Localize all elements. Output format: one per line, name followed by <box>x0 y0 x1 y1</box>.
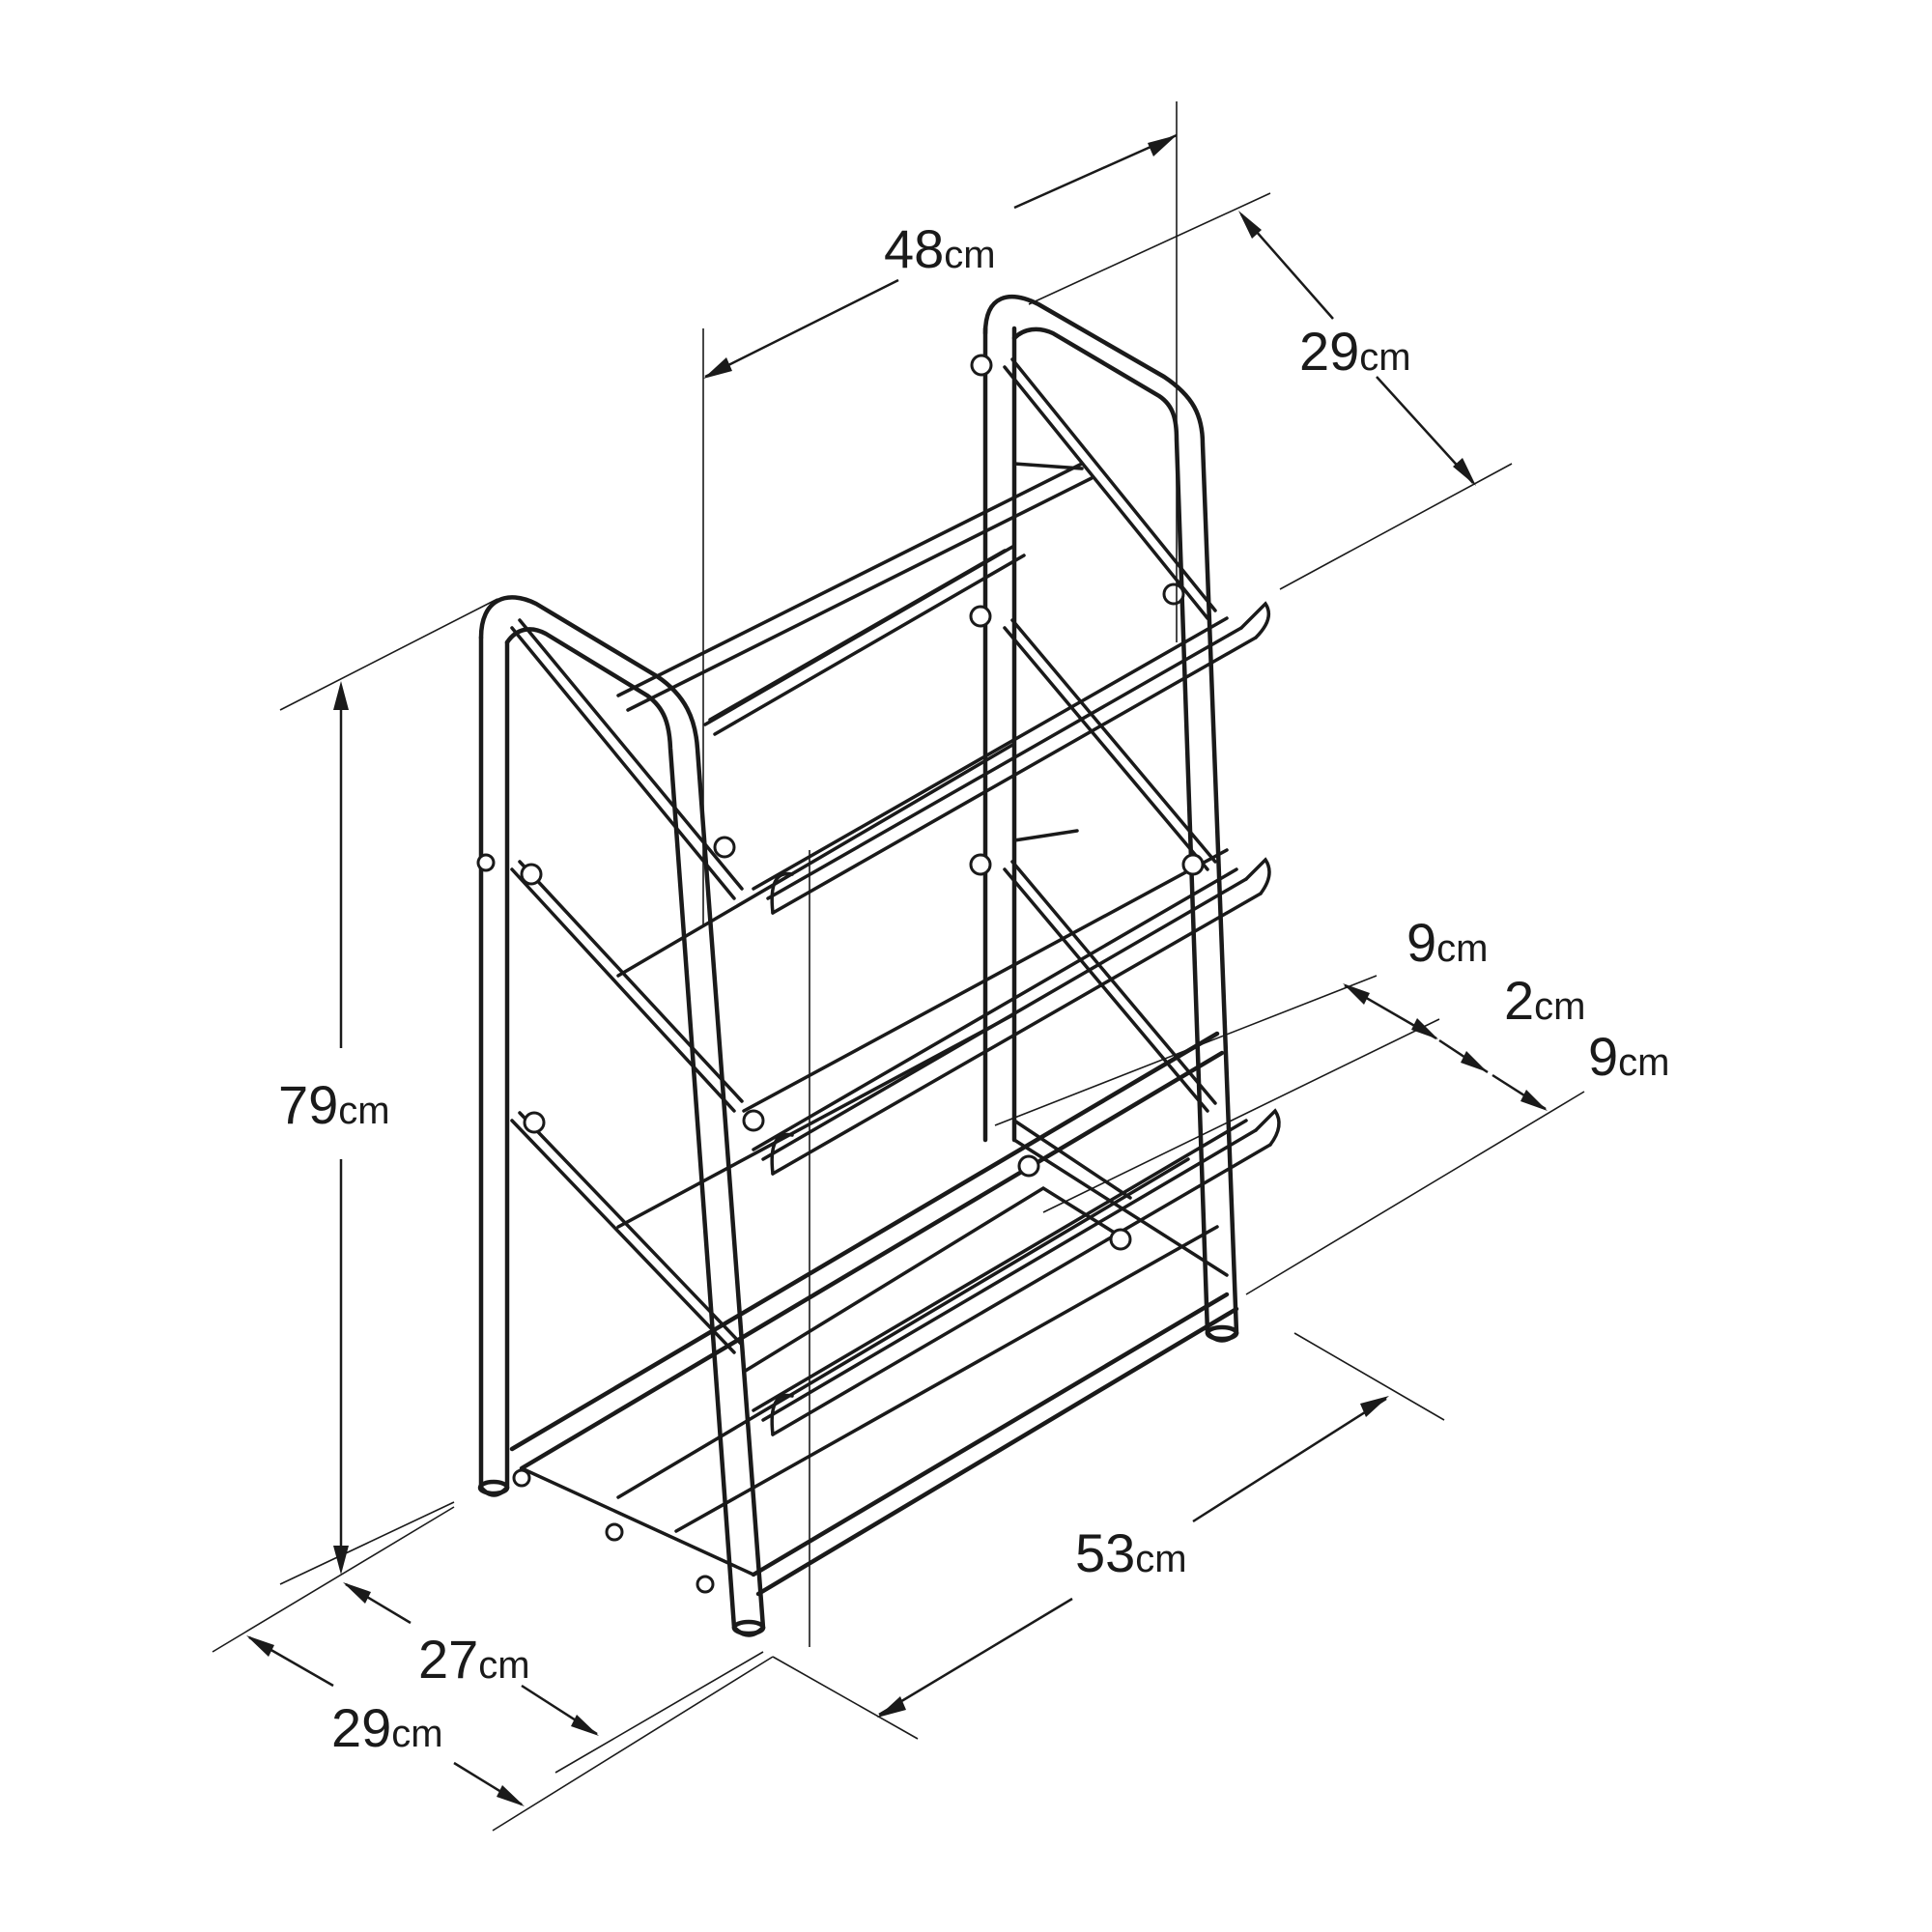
left-side-braces <box>510 618 744 1354</box>
arrowhead <box>1411 1018 1438 1039</box>
arrowhead <box>1343 983 1370 1005</box>
arrowhead <box>1148 135 1177 156</box>
arrowhead <box>1238 211 1262 239</box>
label-base-depth-outer: 29cm <box>331 1697 443 1758</box>
arrowhead <box>343 1582 371 1604</box>
arrowhead <box>1520 1090 1548 1111</box>
peg <box>1109 1228 1132 1251</box>
arrowhead <box>246 1635 274 1657</box>
arrowhead <box>1461 1051 1488 1072</box>
peg <box>969 605 992 628</box>
peg <box>605 1522 624 1542</box>
peg <box>1181 853 1205 876</box>
shelf-bottom <box>616 1012 1281 1436</box>
arrowhead <box>1453 458 1476 486</box>
peg <box>713 836 736 859</box>
label-depth-top: 29cm <box>1299 321 1411 382</box>
shoe-rack-drawing <box>476 295 1281 1637</box>
base-rails <box>509 1031 1239 1597</box>
front-frame <box>477 595 766 1637</box>
peg <box>1017 1154 1040 1178</box>
arrowhead <box>333 681 349 710</box>
peg <box>970 354 993 377</box>
label-shelf-spacing-b: 9cm <box>1588 1026 1669 1087</box>
peg <box>969 853 992 876</box>
arrowhead <box>877 1696 906 1718</box>
peg <box>696 1575 715 1594</box>
arrowhead <box>703 357 732 379</box>
arrowhead <box>1360 1396 1389 1417</box>
label-width-top: 48cm <box>884 218 996 279</box>
shelf-top <box>616 462 1271 915</box>
rack-pegs <box>476 354 1205 1594</box>
peg <box>476 853 496 872</box>
peg <box>520 863 543 886</box>
dimension-labels: 48cm 29cm 79cm 9cm 2cm 9cm 53cm 27cm 29c… <box>278 218 1669 1758</box>
peg <box>512 1468 531 1488</box>
arrowhead <box>333 1546 349 1575</box>
label-height: 79cm <box>278 1074 390 1135</box>
label-base-width: 53cm <box>1075 1522 1187 1583</box>
arrowhead <box>497 1785 525 1806</box>
extension-lines <box>212 101 1585 1832</box>
peg <box>742 1109 765 1132</box>
peg <box>1162 582 1185 606</box>
peg <box>523 1111 546 1134</box>
dimension-lines <box>246 133 1548 1806</box>
arrowhead <box>571 1715 599 1736</box>
label-base-depth-inner: 27cm <box>418 1629 530 1690</box>
label-shelf-spacing-a: 9cm <box>1406 912 1488 973</box>
right-side-braces <box>1003 357 1217 1113</box>
back-bars <box>1012 462 1229 1277</box>
label-shelf-lip: 2cm <box>1504 970 1585 1031</box>
